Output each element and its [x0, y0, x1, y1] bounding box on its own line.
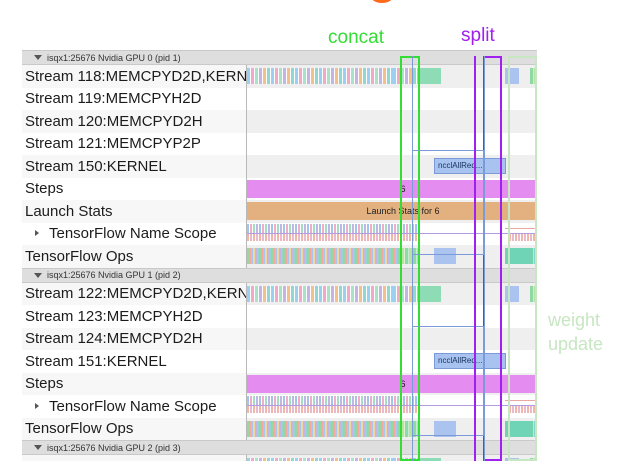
timeline-row[interactable]: Stream 126:MEMCPYD2D,KERNEL,MI — [22, 455, 537, 461]
row-label: TensorFlow Ops — [22, 417, 246, 440]
row-track — [247, 328, 537, 351]
label-track-divider — [246, 282, 247, 305]
timeline-row[interactable]: TensorFlow Name Scope — [22, 222, 537, 246]
chevron-down-icon[interactable] — [34, 445, 42, 450]
row-track — [247, 88, 537, 111]
nccl-event-bar[interactable]: ncclAllRed... — [434, 158, 506, 174]
timeline-row[interactable]: Stream 124:MEMCPYD2H — [22, 327, 537, 351]
annotation-weight-line1: weight — [548, 310, 601, 330]
chevron-down-icon[interactable] — [34, 55, 42, 60]
chevron-down-icon[interactable] — [34, 272, 42, 278]
label-track-divider — [246, 87, 247, 110]
row-label: TensorFlow Name Scope — [22, 395, 246, 418]
label-track-divider — [246, 200, 247, 223]
group-header-label: isqx1:25676 Nvidia GPU 0 (pid 1) — [47, 52, 181, 63]
row-track: ncclAllRed... — [247, 155, 537, 178]
row-track — [247, 110, 537, 133]
row-track: Launch Stats for 6 — [247, 200, 537, 223]
annotation-concat: concat — [328, 27, 384, 48]
row-track — [247, 283, 537, 306]
row-label: Stream 121:MEMCPYP2P — [22, 132, 246, 155]
steps-bar[interactable]: 6 — [247, 374, 537, 393]
chevron-right-icon[interactable] — [35, 230, 39, 237]
timeline-row[interactable]: Stream 118:MEMCPYD2D,KERNEL,ME — [22, 65, 537, 88]
trace-timeline[interactable]: isqx1:25676 Nvidia GPU 0 (pid 1) Stream 1… — [22, 50, 537, 461]
group-header-gpu-1[interactable]: isqx1:25676 Nvidia GPU 1 (pid 2) — [22, 267, 537, 283]
group-header-gpu-0[interactable]: isqx1:25676 Nvidia GPU 0 (pid 1) — [22, 50, 537, 65]
row-label: Stream 122:MEMCPYD2D,KERNEL,MI — [22, 282, 246, 305]
group-header-gpu-2[interactable]: isqx1:25676 Nvidia GPU 2 (pid 3) — [22, 440, 537, 455]
timeline-row[interactable]: TensorFlow Ops — [22, 417, 537, 441]
label-track-divider — [246, 350, 247, 373]
row-label: Stream 123:MEMCPYH2D — [22, 305, 246, 328]
label-track-divider — [246, 155, 247, 178]
annotation-weight-update: weight update — [548, 308, 603, 357]
timeline-row[interactable]: Stream 119:MEMCPYH2D — [22, 87, 537, 111]
timeline-row[interactable]: Stream 122:MEMCPYD2D,KERNEL,MI — [22, 282, 537, 306]
row-track: 6 — [247, 373, 537, 396]
row-label: TensorFlow Ops — [22, 245, 246, 268]
row-label: Stream 118:MEMCPYD2D,KERNEL,ME — [22, 65, 246, 88]
row-label: Steps — [22, 177, 246, 200]
row-label-text: TensorFlow Name Scope — [49, 225, 217, 243]
timeline-row[interactable]: Stream 121:MEMCPYP2P — [22, 132, 537, 156]
row-track — [247, 245, 537, 268]
row-track — [247, 418, 537, 441]
label-track-divider — [246, 222, 247, 245]
timeline-row[interactable]: TensorFlow Name Scope — [22, 395, 537, 418]
row-label: Stream 124:MEMCPYD2H — [22, 327, 246, 350]
row-label: Stream 120:MEMCPYD2H — [22, 110, 246, 133]
label-track-divider — [246, 132, 247, 155]
steps-bar[interactable]: 6 — [247, 179, 537, 198]
label-track-divider — [246, 305, 247, 328]
label-track-divider — [246, 65, 247, 88]
label-track-divider — [246, 395, 247, 418]
label-track-divider — [246, 417, 247, 440]
orange-marker-icon — [372, 0, 392, 3]
chevron-right-icon[interactable] — [35, 402, 39, 409]
row-label: Stream 151:KERNEL — [22, 350, 246, 373]
annotation-weight-line2: update — [548, 334, 604, 355]
timeline-row[interactable]: Stream 150:KERNEL ncclAllRed... — [22, 155, 537, 178]
label-track-divider — [246, 110, 247, 133]
row-track — [247, 133, 537, 156]
nccl-event-bar[interactable]: ncclAllRed... — [434, 353, 506, 369]
row-label: Launch Stats — [22, 200, 246, 223]
row-track — [247, 395, 537, 418]
row-label: Stream 119:MEMCPYH2D — [22, 87, 246, 110]
timeline-row[interactable]: Stream 151:KERNEL ncclAllRed... — [22, 350, 537, 373]
row-track — [247, 305, 537, 328]
row-track: ncclAllRed... — [247, 350, 537, 373]
row-track — [247, 65, 537, 88]
row-label: Stream 126:MEMCPYD2D,KERNEL,MI — [22, 455, 246, 461]
row-label: Steps — [22, 372, 246, 395]
label-track-divider — [246, 245, 247, 268]
annotation-split: split — [461, 25, 495, 46]
label-track-divider — [246, 455, 247, 461]
row-label: Stream 150:KERNEL — [22, 155, 246, 178]
label-track-divider — [246, 372, 247, 395]
label-track-divider — [246, 177, 247, 200]
launch-stats-bar[interactable]: Launch Stats for 6 — [247, 202, 537, 220]
row-label: TensorFlow Name Scope — [22, 222, 246, 245]
row-track — [247, 455, 537, 461]
row-track — [247, 223, 537, 246]
timeline-row[interactable]: TensorFlow Ops — [22, 245, 537, 268]
timeline-row[interactable]: Stream 123:MEMCPYH2D — [22, 305, 537, 328]
label-track-divider — [246, 327, 247, 350]
group-header-label: isqx1:25676 Nvidia GPU 1 (pid 2) — [47, 270, 181, 280]
row-track: 6 — [247, 178, 537, 201]
row-label-text: TensorFlow Name Scope — [49, 397, 217, 415]
group-header-label: isqx1:25676 Nvidia GPU 2 (pid 3) — [47, 442, 181, 453]
timeline-row[interactable]: Stream 120:MEMCPYD2H — [22, 110, 537, 133]
